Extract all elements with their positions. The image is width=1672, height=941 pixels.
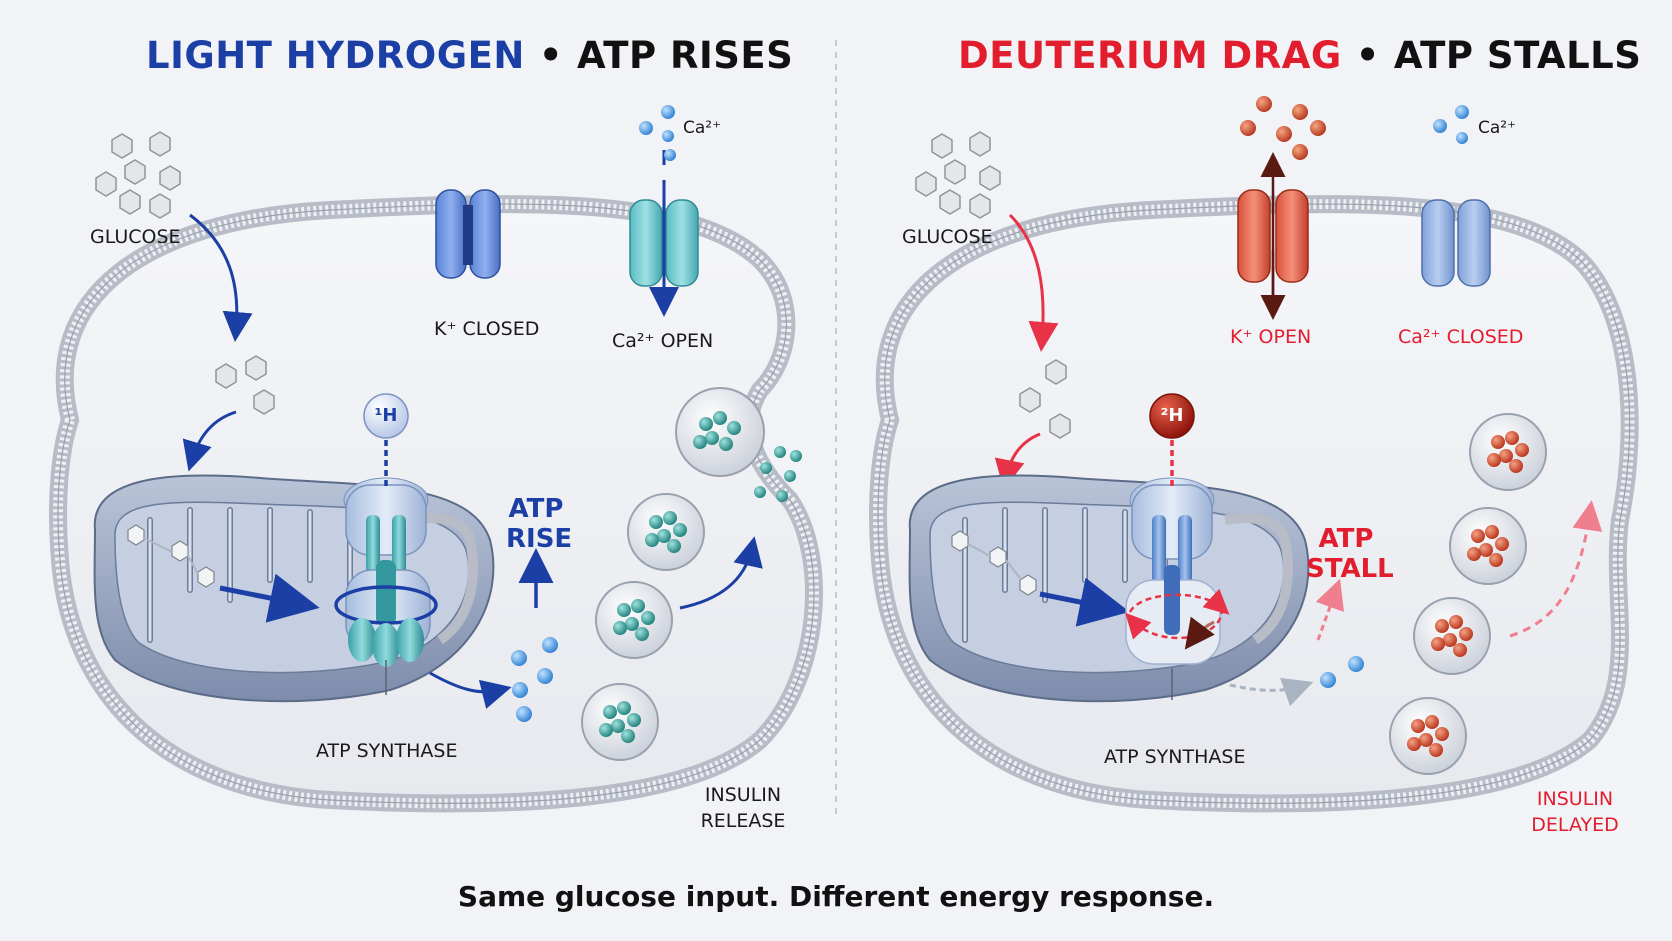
- left-glucose-arrow2: [182, 410, 237, 472]
- right-secretion-arrow: [1509, 500, 1603, 638]
- right-insulin-line1: INSULIN: [1536, 788, 1614, 810]
- right-ca-channel: [1421, 199, 1491, 287]
- left-atp-rise-line1: ATP: [508, 494, 564, 524]
- right-glucose-label: GLUCOSE: [902, 226, 993, 248]
- left-atp-rise-label: ATP RISE: [506, 494, 573, 554]
- left-insulin-label: INSULIN RELEASE: [688, 782, 798, 834]
- left-ca-ion-label: Ca²⁺: [683, 118, 722, 138]
- right-atp-beads: [1320, 656, 1364, 688]
- left-panel: [49, 105, 823, 813]
- right-k-channel-label: K⁺ OPEN: [1230, 326, 1312, 348]
- right-insulin-label: INSULIN DELAYED: [1520, 786, 1630, 838]
- right-glucose-inside: [1019, 359, 1071, 439]
- right-glucose-cluster: [915, 131, 1001, 219]
- right-ca-ions: [1433, 105, 1469, 144]
- left-title: LIGHT HYDROGEN • ATP RISES: [146, 28, 793, 84]
- left-ca-channel-label: Ca²⁺ OPEN: [612, 330, 714, 352]
- right-ca-ion-label: Ca²⁺: [1478, 118, 1517, 138]
- right-atp-stall-line2: STALL: [1306, 554, 1394, 584]
- right-title-tail: ATP STALLS: [1393, 34, 1642, 77]
- right-k-ions: [1240, 96, 1326, 160]
- right-panel: [869, 96, 1639, 813]
- left-title-separator: •: [538, 34, 563, 77]
- left-isotope-ball: [363, 393, 409, 439]
- left-ca-channel: [629, 150, 699, 317]
- right-title-separator: •: [1355, 34, 1380, 77]
- right-atp-arrow: [1315, 578, 1345, 641]
- right-synthase-label: ATP SYNTHASE: [1104, 746, 1246, 768]
- left-secretion-arrow: [679, 536, 763, 610]
- left-k-channel-label: K⁺ CLOSED: [434, 318, 540, 340]
- left-ca-ions: [639, 105, 676, 161]
- left-insulin-line2: RELEASE: [700, 810, 786, 832]
- right-mitochondrion: [908, 474, 1310, 703]
- right-isotope-ball: [1149, 393, 1195, 439]
- left-atp-synthase: [334, 440, 438, 695]
- right-isotope-label: ²H: [1160, 405, 1184, 426]
- right-insulin-granules: [1407, 431, 1529, 757]
- right-insulin-line2: DELAYED: [1531, 814, 1619, 836]
- left-glucose-cluster: [95, 131, 181, 219]
- left-insulin-line1: INSULIN: [704, 784, 782, 806]
- right-atp-stall-line1: ATP: [1318, 524, 1374, 554]
- left-glucose-label: GLUCOSE: [90, 226, 181, 248]
- bottom-caption: Same glucose input. Different energy res…: [457, 880, 1215, 913]
- right-title-main: DEUTERIUM DRAG: [958, 34, 1342, 77]
- left-insulin-granules: [599, 411, 802, 743]
- right-k-channel: [1237, 152, 1309, 320]
- left-k-channel: [435, 189, 501, 279]
- left-glucose-inside: [215, 355, 275, 415]
- left-mitochondrion: [93, 474, 495, 703]
- right-ca-channel-label: Ca²⁺ CLOSED: [1398, 326, 1524, 348]
- left-atp-beads: [511, 637, 558, 722]
- left-title-main: LIGHT HYDROGEN: [146, 34, 525, 77]
- left-atp-rise-line2: RISE: [506, 524, 573, 554]
- right-atp-stall-label: ATP STALL: [1306, 524, 1394, 584]
- left-isotope-label: ¹H: [374, 405, 398, 426]
- left-synthase-label: ATP SYNTHASE: [316, 740, 458, 762]
- right-glucose-arrow: [1008, 213, 1059, 352]
- right-glucose-arrow2: [994, 432, 1041, 490]
- left-glucose-arrow: [189, 213, 253, 342]
- right-atp-synthase: [1125, 440, 1230, 700]
- left-title-tail: ATP RISES: [576, 34, 794, 77]
- right-title: DEUTERIUM DRAG • ATP STALLS: [958, 28, 1641, 84]
